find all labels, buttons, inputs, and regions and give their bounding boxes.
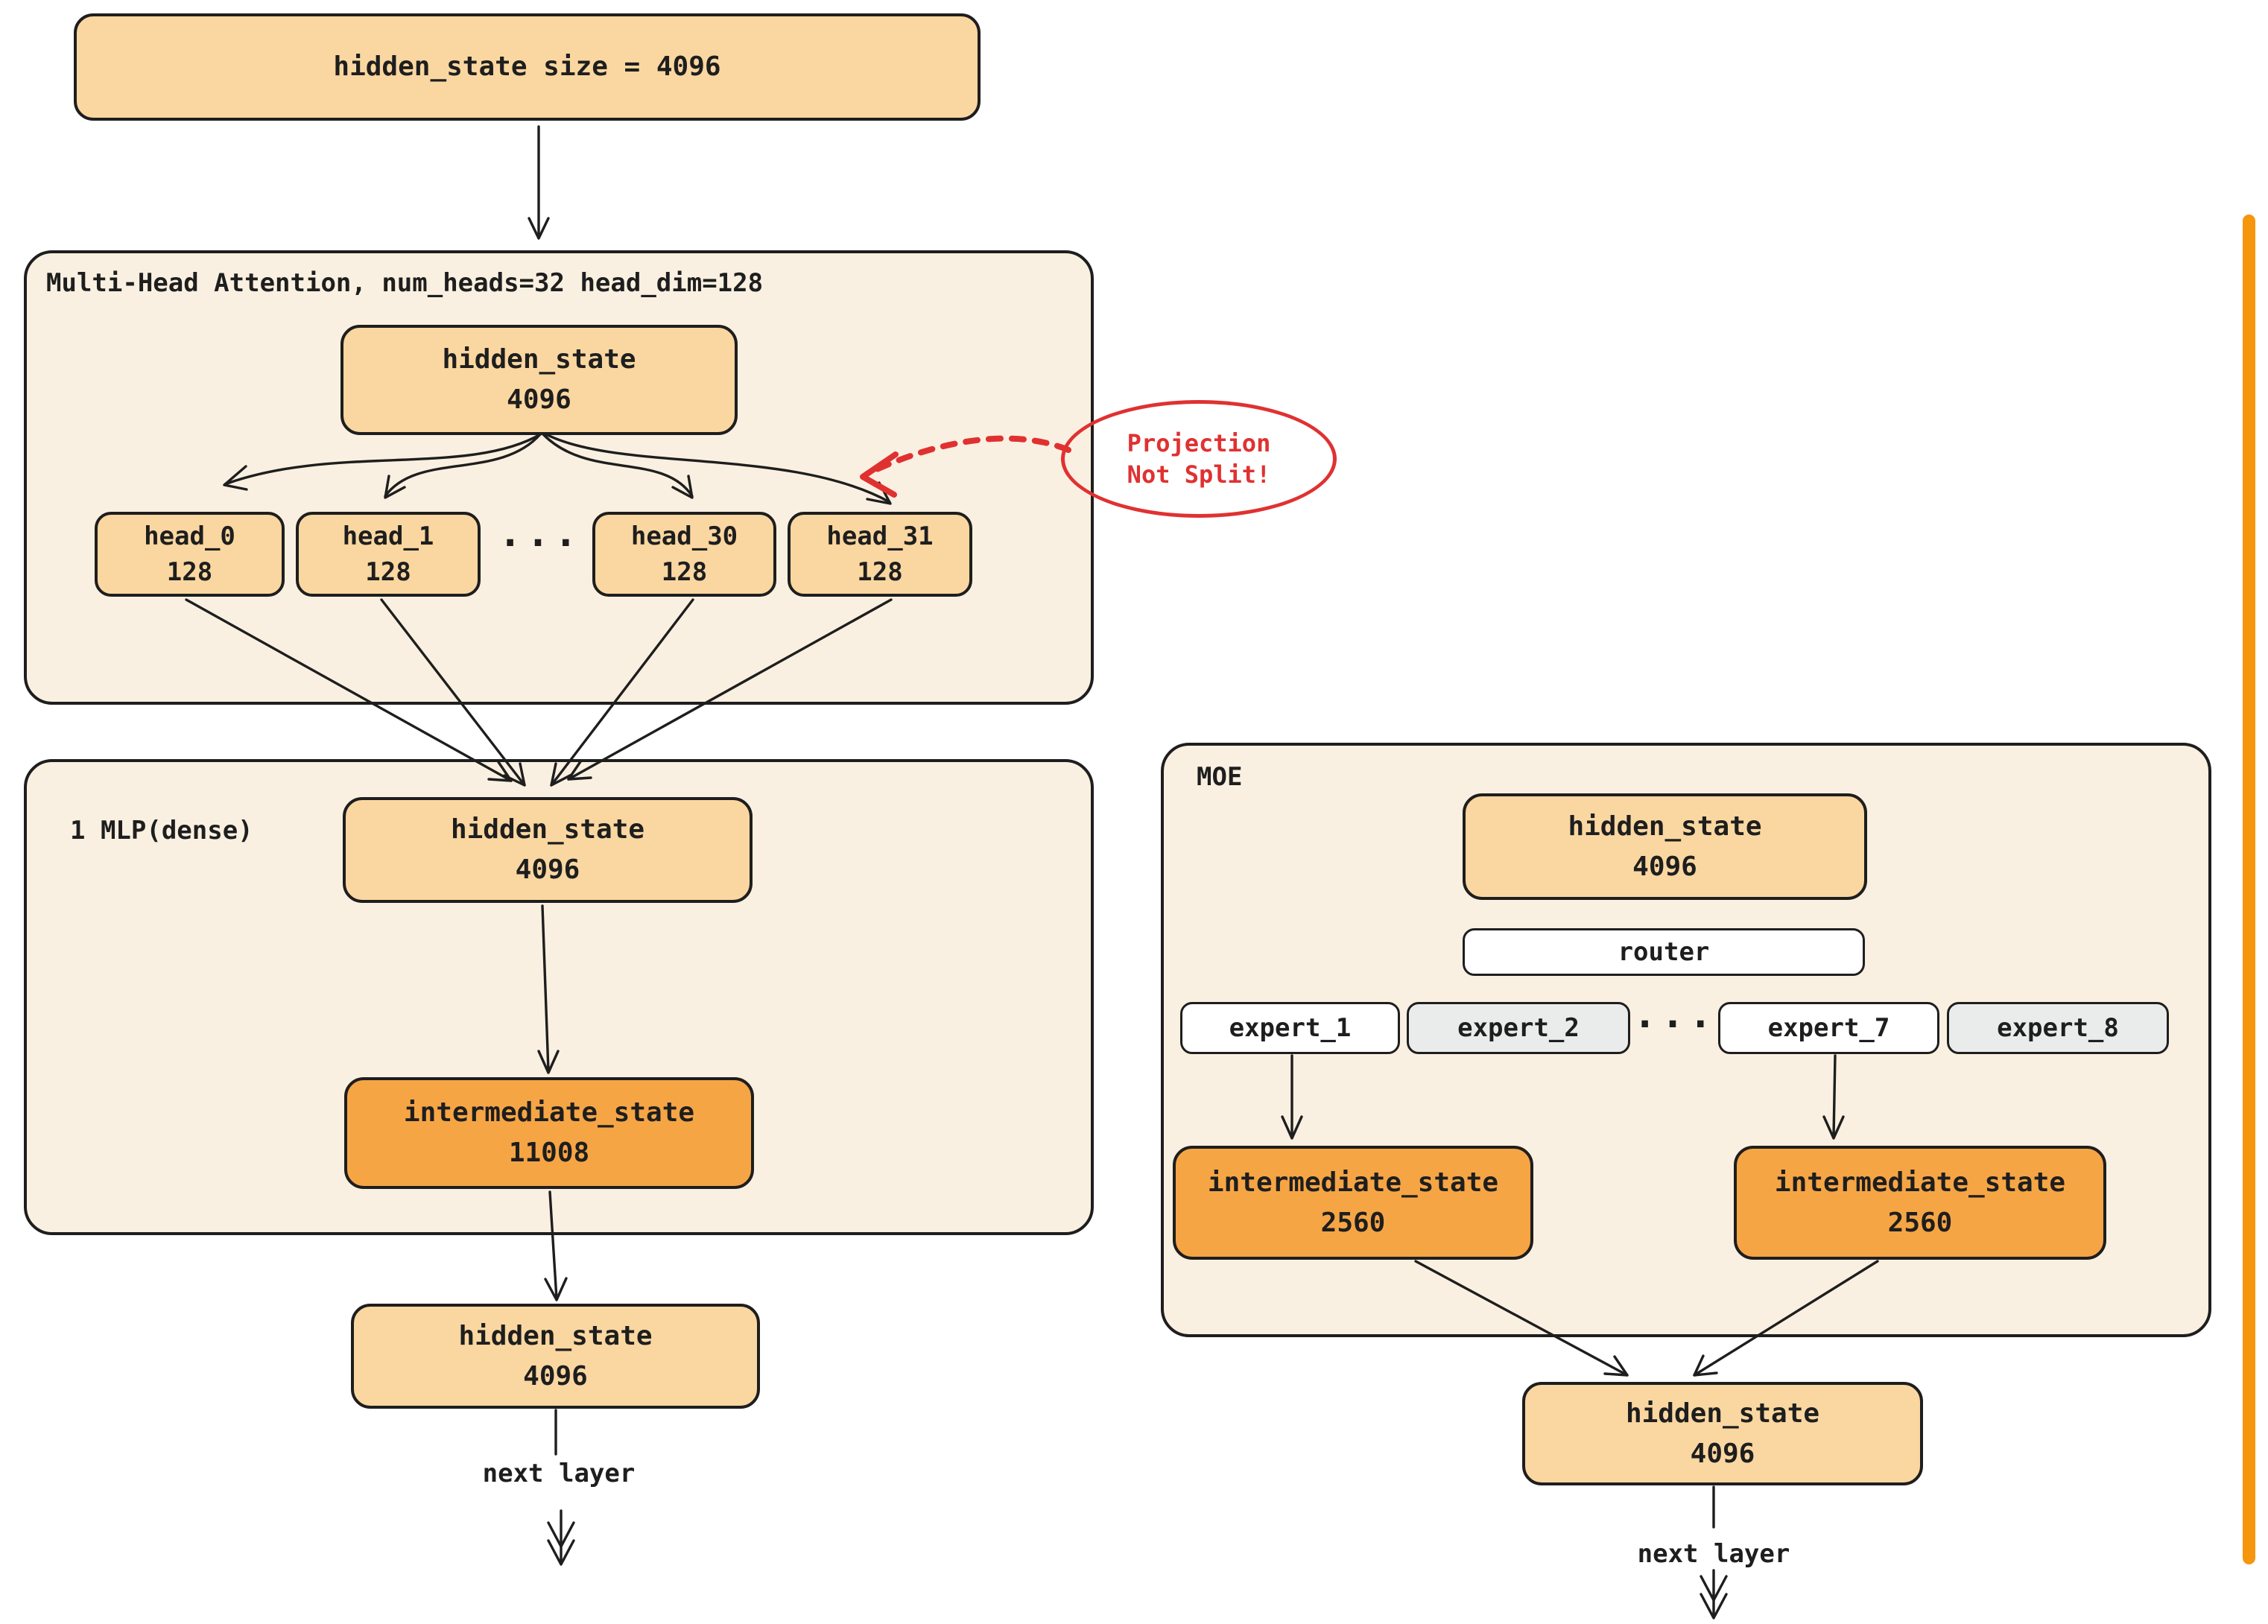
router-box: router	[1463, 928, 1865, 976]
arrowhead	[544, 1277, 568, 1301]
head-31-box: head_31 128	[788, 512, 972, 597]
moe-output-name: hidden_state	[1625, 1398, 1820, 1429]
mlp-intermediate-size: 11008	[508, 1138, 590, 1168]
head-1-name: head_1	[342, 521, 434, 551]
arrowhead	[1693, 1354, 1718, 1377]
head-0-size: 128	[166, 557, 213, 587]
expert-1-box: expert_1	[1180, 1002, 1400, 1054]
moe-hidden-state-box: hidden_state 4096	[1463, 793, 1867, 900]
moe-title: MOE	[1197, 762, 1243, 792]
head-30-size: 128	[661, 557, 708, 587]
projection-annotation-ellipse: Projection Not Split!	[1061, 400, 1337, 518]
router-label: router	[1618, 937, 1710, 967]
mha-hidden-state-box: hidden_state 4096	[340, 325, 738, 435]
expert-8-label: expert_8	[1997, 1013, 2119, 1043]
mlp-next-layer-label: next layer	[482, 1459, 636, 1488]
head-30-name: head_30	[630, 521, 738, 551]
expert-7-box: expert_7	[1718, 1002, 1939, 1054]
expert-8-box: expert_8	[1947, 1002, 2169, 1054]
mha-hidden-name: hidden_state	[442, 344, 636, 375]
expert-7-label: expert_7	[1767, 1013, 1890, 1043]
mlp-output-name: hidden_state	[458, 1320, 653, 1351]
head-0-name: head_0	[144, 521, 235, 551]
moe-output-hidden-state-box: hidden_state 4096	[1522, 1382, 1923, 1485]
arrowhead	[528, 217, 550, 240]
expert-2-label: expert_2	[1457, 1013, 1580, 1043]
mlp-hidden-size: 4096	[515, 854, 580, 885]
head-1-box: head_1 128	[296, 512, 481, 597]
moe-int-left-size: 2560	[1320, 1207, 1386, 1238]
input-hidden-state-box: hidden_state size = 4096	[74, 13, 981, 121]
mlp-hidden-name: hidden_state	[450, 814, 645, 845]
input-hidden-state-label: hidden_state size = 4096	[333, 51, 721, 82]
arrowhead	[1700, 1593, 1728, 1620]
moe-int-right-size: 2560	[1887, 1207, 1953, 1238]
mha-ellipsis: ...	[498, 511, 582, 556]
mlp-intermediate-name: intermediate_state	[403, 1097, 695, 1128]
mlp-output-size: 4096	[523, 1360, 588, 1392]
head-31-size: 128	[857, 557, 903, 587]
moe-hidden-size: 4096	[1632, 851, 1697, 882]
moe-output-size: 4096	[1690, 1438, 1755, 1469]
moe-int-left-name: intermediate_state	[1207, 1167, 1499, 1198]
arrowhead	[547, 1521, 575, 1548]
expert-1-label: expert_1	[1229, 1013, 1352, 1043]
moe-ellipsis: ...	[1633, 992, 1717, 1037]
moe-hidden-name: hidden_state	[1568, 811, 1762, 842]
annotation-line-2: Not Split!	[1127, 460, 1271, 489]
head-30-box: head_30 128	[592, 512, 776, 597]
arrowhead	[1700, 1575, 1728, 1602]
annotation-line-1: Projection	[1127, 429, 1271, 457]
mha-hidden-size: 4096	[507, 384, 571, 415]
head-31-name: head_31	[826, 521, 934, 551]
arrowhead	[547, 1539, 575, 1566]
moe-intermediate-right-box: intermediate_state 2560	[1734, 1146, 2106, 1260]
moe-intermediate-left-box: intermediate_state 2560	[1173, 1146, 1533, 1260]
arrowhead	[1603, 1355, 1629, 1377]
scroll-indicator-bar	[2243, 215, 2255, 1564]
moe-int-right-name: intermediate_state	[1774, 1167, 2066, 1198]
moe-next-layer-label: next layer	[1637, 1539, 1790, 1569]
mlp-intermediate-state-box: intermediate_state 11008	[344, 1077, 754, 1189]
head-0-box: head_0 128	[95, 512, 285, 597]
mha-title: Multi-Head Attention, num_heads=32 head_…	[46, 268, 764, 298]
mlp-title: 1 MLP(dense)	[70, 816, 253, 846]
mha-container: Multi-Head Attention, num_heads=32 head_…	[24, 250, 1094, 705]
mlp-output-hidden-state-box: hidden_state 4096	[351, 1304, 760, 1409]
head-1-size: 128	[365, 557, 411, 587]
mlp-hidden-state-box: hidden_state 4096	[343, 797, 753, 903]
expert-2-box: expert_2	[1407, 1002, 1630, 1054]
